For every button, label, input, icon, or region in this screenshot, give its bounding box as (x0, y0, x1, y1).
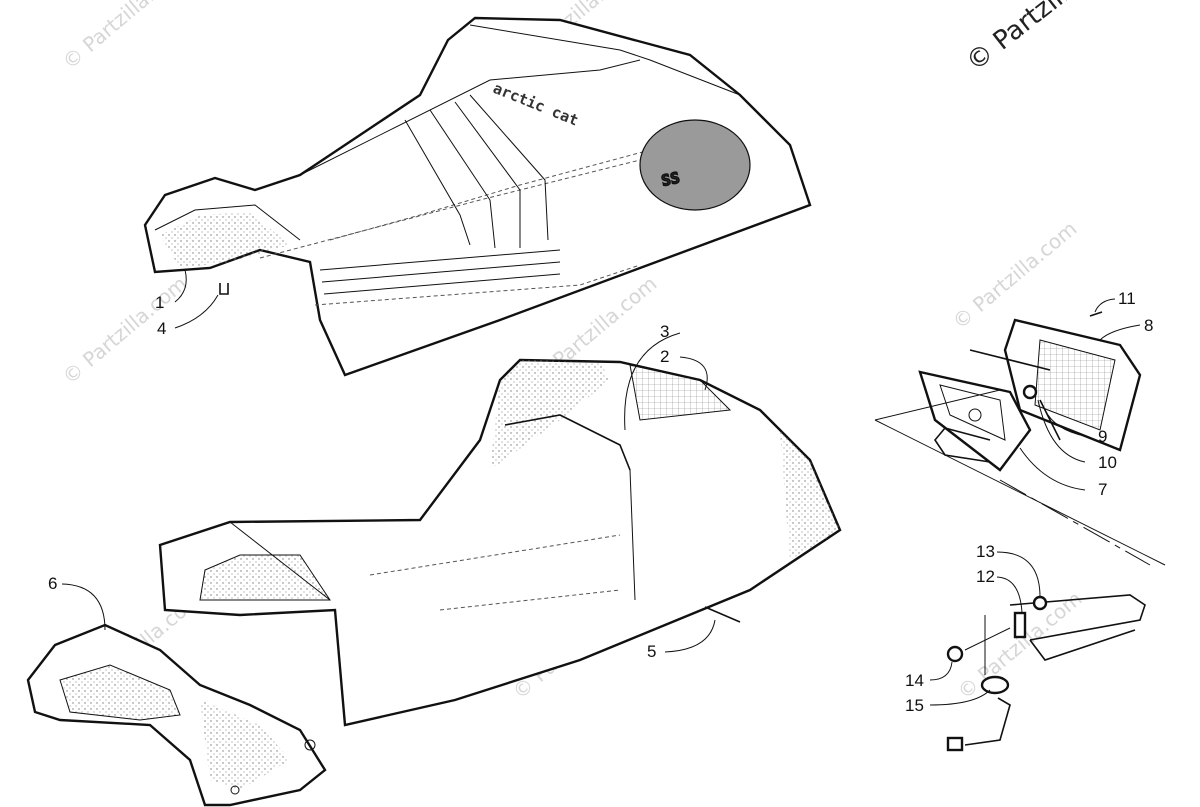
callout-1: 1 (155, 293, 164, 312)
callouts: 1 2 3 4 5 6 7 8 9 10 11 12 13 14 15 (48, 289, 1153, 715)
leader-lines (61, 269, 1141, 706)
callout-14: 14 (905, 671, 924, 690)
taillight-assembly (874, 311, 1166, 752)
watermark: © Partzilla.com (58, 271, 192, 389)
callout-7: 7 (1098, 480, 1107, 499)
callout-5: 5 (647, 642, 656, 661)
callout-2: 2 (660, 347, 669, 366)
watermark: © Partzilla.com (58, 0, 192, 74)
callout-8: 8 (1144, 316, 1153, 335)
seat-lower (158, 358, 842, 727)
callout-15: 15 (905, 696, 924, 715)
callout-6: 6 (48, 574, 57, 593)
callout-9: 9 (1098, 427, 1107, 446)
callout-3: 3 (660, 322, 669, 341)
badge-text: SS (660, 169, 681, 190)
callout-4: 4 (157, 319, 166, 338)
callout-10: 10 (1098, 453, 1117, 472)
copyright-notice: © Partzilla.com (961, 0, 1138, 78)
seat-assembly-top: SS arctic cat (143, 16, 812, 377)
seat-cover (26, 623, 327, 807)
watermark: © Partzilla.com (948, 216, 1082, 334)
callout-12: 12 (976, 567, 995, 586)
callout-11: 11 (1118, 289, 1136, 308)
callout-13: 13 (976, 542, 995, 561)
ss-badge (639, 119, 751, 211)
